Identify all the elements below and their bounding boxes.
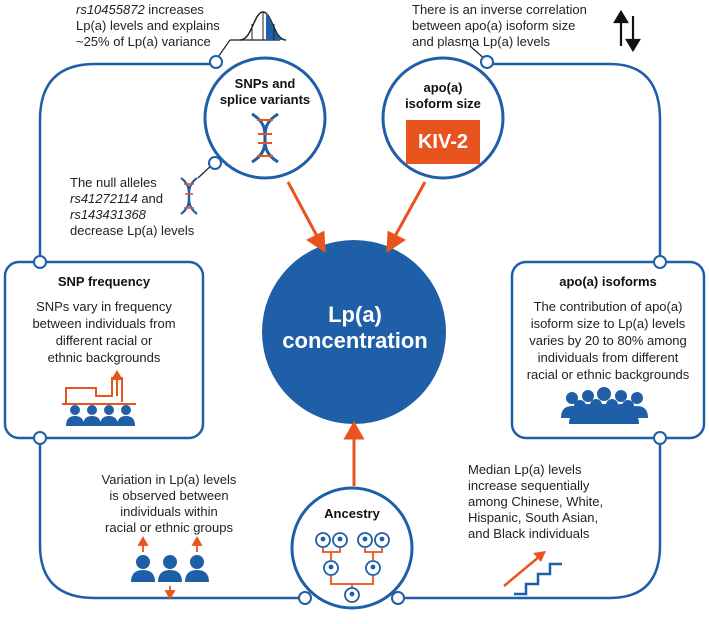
isoform-box-line1: The contribution of apo(a) [533, 299, 683, 314]
rs-note-line1-rest: increases [144, 2, 204, 17]
kiv2-tag: KIV-2 [406, 120, 480, 164]
inverse-note-line3: and plasma Lp(a) levels [412, 34, 551, 49]
snp-frequency-box [3, 260, 205, 440]
rs-note-id: rs10455872 [76, 2, 145, 17]
bell-curve-icon [239, 11, 287, 41]
null-note-rs1: rs41272114 [70, 191, 138, 206]
up-down-arrows-icon [613, 9, 641, 53]
isoform-box-text: The contribution of apo(a) isoform size … [512, 298, 704, 383]
frame-line [490, 62, 662, 262]
isoform-node-title-line2: isoform size [405, 96, 481, 111]
center-label-line2: concentration [282, 328, 428, 353]
junction-dot [298, 591, 312, 605]
snps-node-title-line1: SNPs and [234, 76, 296, 91]
frame-line [398, 438, 662, 600]
center-circle [262, 240, 446, 424]
junction-dot [208, 156, 222, 170]
ancestry-node-title: Ancestry [324, 506, 380, 521]
isoform-box-line2: isoform size to Lp(a) levels [530, 316, 686, 331]
center-label-line1: Lp(a) [328, 302, 382, 327]
junction-dot [391, 591, 405, 605]
snps-node-circle [203, 56, 327, 180]
inverse-note-line1: There is an inverse correlation [412, 2, 587, 17]
isoform-box-title: apo(a) isoforms [559, 274, 657, 289]
junction-dot [480, 55, 494, 69]
null-alleles-note: The null alleles rs41272114 and rs143431… [70, 175, 210, 239]
isoform-node-title-line1: apo(a) [423, 80, 463, 95]
inverse-note-line2: between apo(a) isoform size [412, 18, 576, 33]
snps-node-title: SNPs and splice variants [205, 76, 325, 108]
dna-helix-icon [251, 112, 279, 164]
null-note-and: and [137, 191, 164, 206]
population-frequency-icon [62, 370, 136, 426]
arrow-isoform-to-center [392, 181, 427, 239]
isoform-box-line5: racial or ethnic backgrounds [526, 367, 690, 382]
snps-node-title-line2: splice variants [219, 92, 311, 107]
small-dna-icon [180, 177, 198, 215]
isoform-box [510, 260, 706, 440]
isoform-box-line3: varies by 20 to 80% among [529, 333, 687, 348]
family-tree-icon [315, 532, 390, 603]
snp-box-line1: SNPs vary in frequency [36, 299, 172, 314]
variation-note-line3: individuals within [120, 504, 218, 519]
null-note-line1: The null alleles [70, 175, 157, 190]
stairs-trend-icon [503, 551, 562, 596]
rs-note-line2: Lp(a) levels and explains [76, 18, 220, 33]
variation-note-line2: is observed between [109, 488, 229, 503]
null-note-rs2: rs143431368 [70, 207, 146, 222]
snp-frequency-title: SNP frequency [57, 274, 151, 289]
median-note-line4: Hispanic, South Asian, [468, 510, 599, 525]
junction-dot [653, 431, 667, 445]
median-note-line3: among Chinese, White, [468, 494, 604, 509]
median-note: Median Lp(a) levels increase sequentiall… [468, 462, 643, 542]
snp-box-line3: different racial or [55, 333, 153, 348]
null-note-line3: rs143431368 [70, 207, 210, 223]
snp-box-line2: between individuals from [32, 316, 176, 331]
junction-dot [33, 431, 47, 445]
null-note-line4: decrease Lp(a) levels [70, 223, 195, 238]
rs10455872-note: rs10455872 increases Lp(a) levels and ex… [76, 2, 236, 50]
median-note-line2: increase sequentially [468, 478, 590, 493]
frame-line [38, 62, 215, 262]
isoform-node-title: apo(a) isoform size [383, 80, 503, 112]
median-note-line1: Median Lp(a) levels [468, 462, 582, 477]
inverse-correlation-note: There is an inverse correlation between … [412, 2, 612, 50]
arrow-head [306, 230, 326, 253]
junction-dot [33, 255, 47, 269]
frame-line [38, 438, 305, 600]
rs-note-line1: rs10455872 increases [76, 2, 236, 18]
isoform-box-line4: individuals from different [537, 350, 679, 365]
snp-box-line4: ethnic backgrounds [47, 350, 161, 365]
variation-people-icon [131, 536, 209, 600]
center-label: Lp(a) concentration [280, 302, 430, 354]
variation-note-line4: racial or ethnic groups [105, 520, 233, 535]
junction-dot [653, 255, 667, 269]
variation-note: Variation in Lp(a) levels is observed be… [84, 472, 254, 536]
variation-note-line1: Variation in Lp(a) levels [101, 472, 237, 487]
arrow-snps-to-center [286, 181, 320, 239]
rs-note-line3: ~25% of Lp(a) variance [76, 34, 211, 49]
arrow-head [343, 420, 365, 440]
junction-dot [209, 55, 223, 69]
crowd-icon [561, 387, 648, 424]
ancestry-node-circle [290, 486, 414, 610]
arrow-head [386, 230, 406, 253]
median-note-line5: and Black individuals [468, 526, 590, 541]
snp-frequency-text: SNPs vary in frequency between individua… [5, 298, 203, 366]
null-note-line2: rs41272114 and [70, 191, 210, 207]
